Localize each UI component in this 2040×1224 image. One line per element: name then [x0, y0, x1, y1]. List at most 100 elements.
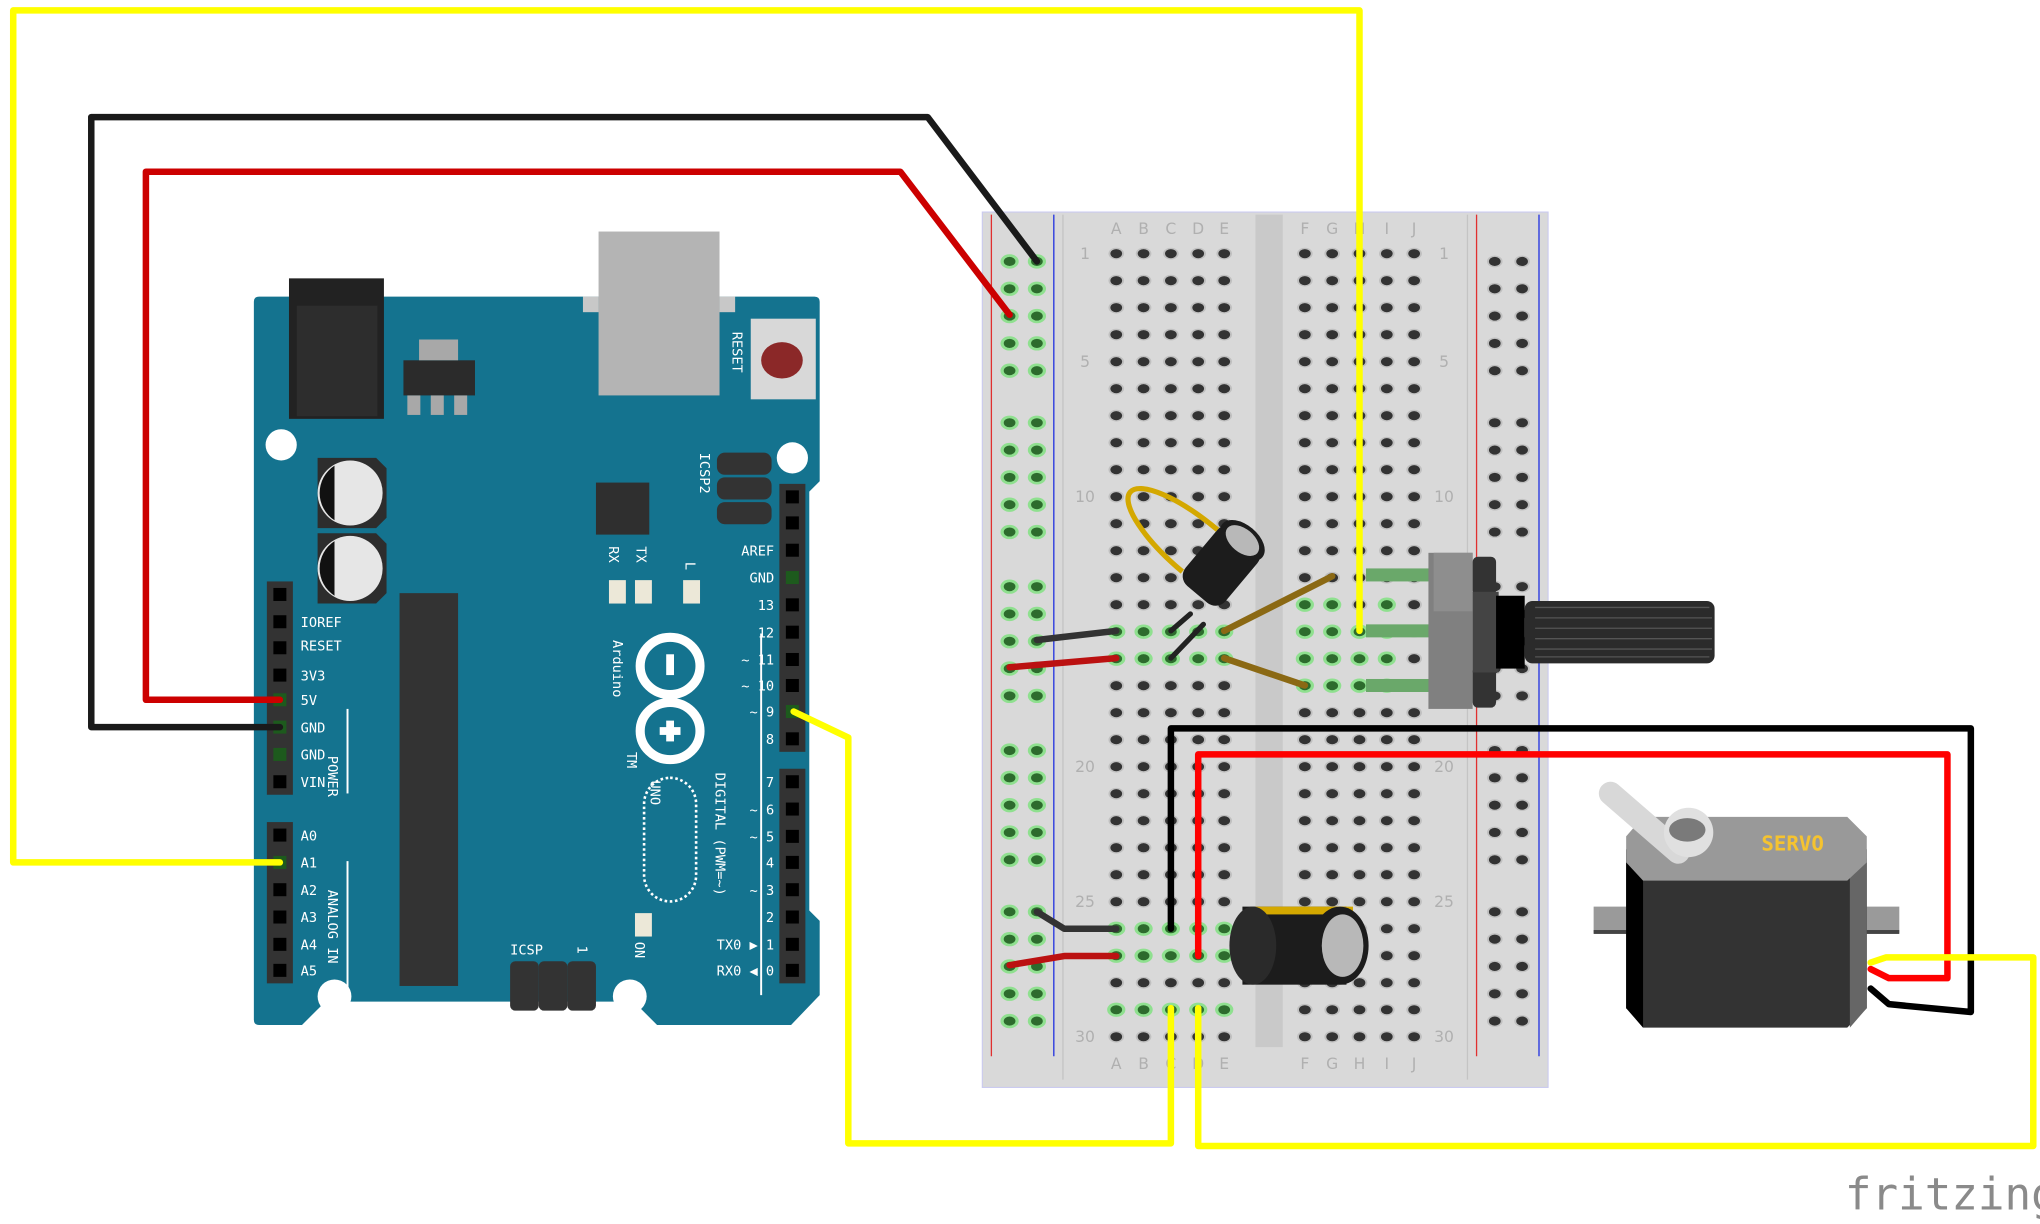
breadboard-hole-center: [1110, 276, 1123, 286]
header-pin[interactable]: [785, 571, 799, 585]
breadboard-hole-center: [1218, 951, 1231, 961]
rail-hole-center: [1003, 907, 1016, 917]
potentiometer[interactable]: [1365, 552, 1715, 709]
wire-yellow-a1-to-breadboard[interactable]: [9, 7, 1363, 866]
header-pin[interactable]: [273, 937, 287, 951]
jumper-black-1[interactable]: [1033, 627, 1120, 644]
l-label: L: [682, 562, 698, 570]
wire-red-5v-to-rail[interactable]: [142, 168, 1013, 704]
header-pin[interactable]: [273, 828, 287, 842]
header-pin[interactable]: [785, 598, 799, 612]
breadboard-hole-center: [1353, 654, 1366, 664]
header-pin[interactable]: [785, 516, 799, 530]
header-pin[interactable]: [785, 625, 799, 639]
header-pin[interactable]: [273, 747, 287, 761]
wire-black-servo[interactable]: [1167, 725, 1975, 1016]
rail-hole-center: [1031, 1016, 1043, 1026]
header-pin[interactable]: [785, 855, 799, 869]
breadboard-hole-center: [1192, 303, 1205, 313]
breadboard-hole-center: [1408, 384, 1420, 394]
breadboard-hole-center: [1192, 600, 1205, 610]
header-pin[interactable]: [273, 641, 287, 655]
header-pin[interactable]: [273, 668, 287, 682]
wire-yellow-d9-to-breadboard[interactable]: [790, 708, 1175, 1147]
breadboard-hole-center: [1110, 708, 1123, 718]
column-label-top: B: [1138, 220, 1149, 238]
wire-black-gnd-to-rail[interactable]: [88, 113, 1041, 731]
breadboard-hole-center: [1299, 276, 1311, 286]
breadboard-hole-center: [1165, 276, 1177, 286]
header-pin[interactable]: [785, 829, 799, 843]
servo-label: SERVO: [1761, 832, 1824, 856]
header-pin[interactable]: [273, 963, 287, 977]
header-pin[interactable]: [785, 802, 799, 816]
wires: [9, 7, 2037, 1150]
breadboard-hole-center: [1408, 411, 1420, 421]
header-pin[interactable]: [273, 587, 287, 601]
jumper-red-1[interactable]: [1006, 654, 1120, 671]
breadboard-hole-center: [1299, 492, 1311, 502]
wire-red-servo[interactable]: [1194, 751, 1951, 982]
header-pin[interactable]: [785, 732, 799, 746]
breadboard-hole-center: [1110, 870, 1123, 880]
breadboard-hole-center: [1137, 465, 1150, 475]
breadboard-hole-center: [1192, 465, 1205, 475]
wire-yellow-servo[interactable]: [1194, 954, 2037, 1150]
breadboard-hole-center: [1380, 735, 1393, 745]
rail-hole-center: [1003, 418, 1016, 428]
breadboard-hole-center: [1380, 897, 1393, 907]
breadboard-hole-center: [1408, 978, 1420, 988]
rail-hole-center: [1516, 472, 1528, 482]
header-pin[interactable]: [785, 543, 799, 557]
breadboard-hole-center: [1299, 330, 1311, 340]
rail-hole-center: [1488, 827, 1501, 838]
breadboard-hole-center: [1110, 681, 1123, 691]
header-pin[interactable]: [785, 883, 799, 897]
header-pin[interactable]: [785, 937, 799, 951]
header-pin[interactable]: [785, 652, 799, 666]
column-label-top: J: [1411, 220, 1417, 238]
header-pin[interactable]: [785, 678, 799, 692]
trademark-label: TM: [623, 752, 639, 768]
potentiometer-knob[interactable]: [1524, 600, 1715, 664]
breadboard-hole-center: [1165, 681, 1177, 691]
breadboard-hole-center: [1326, 276, 1339, 286]
digital-pin-label: GND: [750, 571, 775, 587]
header-pin[interactable]: [273, 775, 287, 789]
breadboard-hole-center: [1408, 519, 1420, 529]
jumper-black-2[interactable]: [1033, 908, 1120, 932]
breadboard-hole-center: [1165, 708, 1177, 718]
breadboard-hole-center: [1380, 816, 1393, 826]
breadboard-hole-center: [1192, 519, 1205, 529]
breadboard-hole-center: [1299, 735, 1311, 745]
header-pin[interactable]: [273, 615, 287, 629]
header-pin[interactable]: [785, 910, 799, 924]
rail-hole-center: [1003, 827, 1016, 838]
breadboard-hole-center: [1137, 573, 1150, 583]
rail-hole-center: [1003, 855, 1016, 865]
header-pin[interactable]: [785, 963, 799, 977]
header-pin[interactable]: [785, 775, 799, 789]
breadboard-hole-center: [1408, 357, 1420, 367]
breadboard-hole-center: [1110, 1005, 1123, 1015]
l-led: [683, 580, 701, 604]
breadboard-hole-center: [1380, 1032, 1393, 1042]
breadboard-hole-center: [1192, 735, 1205, 745]
breadboard-hole-center: [1380, 249, 1393, 259]
header-pin[interactable]: [273, 883, 287, 897]
rail-hole-center: [1516, 284, 1528, 294]
breadboard-hole-center: [1408, 600, 1420, 610]
breadboard-hole-center: [1299, 249, 1311, 259]
row-label-left: 10: [1075, 488, 1095, 506]
breadboard-hole-center: [1137, 897, 1150, 907]
reset-button[interactable]: [750, 318, 816, 400]
breadboard-hole-center: [1110, 384, 1123, 394]
rail-hole-center: [1516, 500, 1528, 510]
breadboard-hole-center: [1299, 843, 1311, 853]
breadboard-hole-center: [1408, 843, 1420, 853]
header-pin[interactable]: [785, 490, 799, 504]
rail-hole-center: [1003, 691, 1016, 701]
header-pin[interactable]: [273, 910, 287, 924]
rail-hole-center: [1031, 989, 1043, 999]
jumper-red-2[interactable]: [1006, 952, 1120, 969]
